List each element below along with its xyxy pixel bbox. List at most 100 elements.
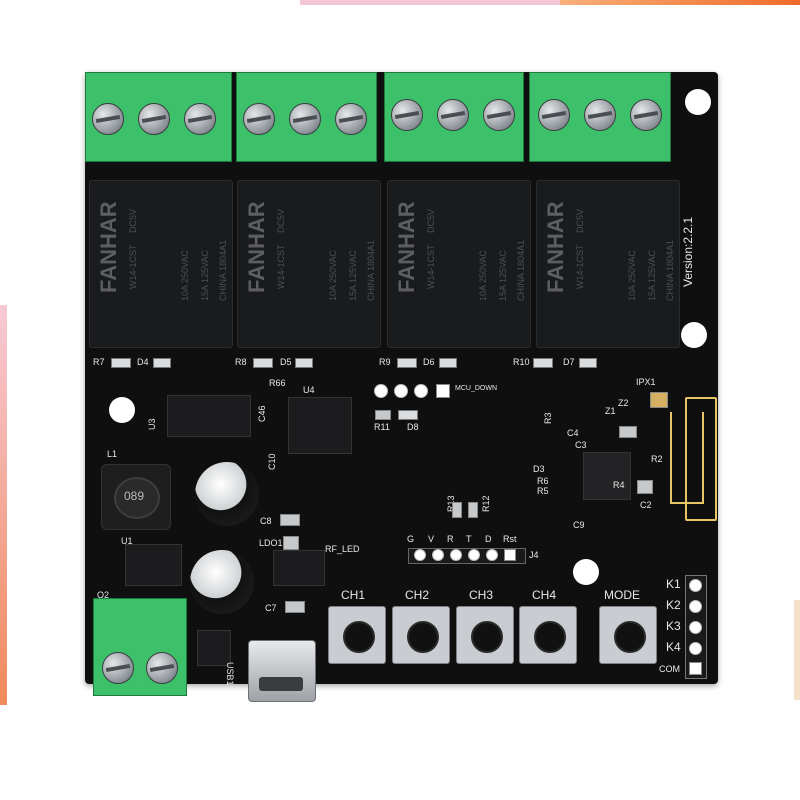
header-label-g: G <box>407 534 415 544</box>
relay-4: FANHAR W14-1CST DC5V 10A 250VAC 15A 125V… <box>536 180 680 348</box>
mcu-pad <box>394 384 408 398</box>
electrolytic-capacitor <box>195 462 259 526</box>
relay-module-board: Version:2.2.1 FANHAR W14-1CST DC5V 10A 2… <box>85 72 718 702</box>
rf-led-label: RF_LED <box>325 544 360 554</box>
screw-icon <box>391 99 423 131</box>
smd-resistor <box>533 358 553 368</box>
screw-icon <box>538 99 570 131</box>
k-pin <box>689 642 702 655</box>
pcb-antenna <box>685 397 717 521</box>
relay-rating-2: 15A 125VAC <box>647 250 657 301</box>
version-label: Version:2.2.1 <box>681 216 695 287</box>
mode-button[interactable] <box>599 606 657 664</box>
screw-icon <box>289 103 321 135</box>
k-pin <box>689 621 702 634</box>
silk-c8: C8 <box>260 516 272 526</box>
ch3-button[interactable] <box>456 606 514 664</box>
relay-origin: CHINA 1804A1 <box>516 239 526 301</box>
ch4-button[interactable] <box>519 606 577 664</box>
header-label-v: V <box>428 534 435 544</box>
k-label-1: K1 <box>666 577 681 591</box>
smd-component <box>283 536 299 550</box>
screw-icon <box>92 103 124 135</box>
silk-r2: R2 <box>651 454 663 464</box>
silk-r7: R7 <box>93 357 105 367</box>
screw-icon <box>437 99 469 131</box>
k-label-4: K4 <box>666 640 681 654</box>
screw-icon <box>483 99 515 131</box>
button-label-ch1: CH1 <box>341 588 366 602</box>
silk-c4: C4 <box>567 428 579 438</box>
smd-component <box>637 480 653 494</box>
relay-brand: FANHAR <box>543 201 568 293</box>
inductor-l1: 089 <box>101 464 171 530</box>
silk-d8: D8 <box>407 422 419 432</box>
micro-usb-port[interactable] <box>248 640 316 702</box>
relay-voltage: DC5V <box>575 208 585 233</box>
silk-d5: D5 <box>280 357 292 367</box>
silk-u4: U4 <box>303 385 315 395</box>
status-led <box>439 358 457 368</box>
right-decor-strip <box>794 600 800 700</box>
mcu-pad-square <box>436 384 450 398</box>
inductor-marking: 089 <box>124 489 145 503</box>
relay-voltage: DC5V <box>426 208 436 233</box>
relay-rating-1: 10A 250VAC <box>180 250 190 301</box>
relay-origin: CHINA 1804A1 <box>665 239 675 301</box>
smd-resistor <box>253 358 273 368</box>
button-cap <box>407 621 439 653</box>
button-cap <box>471 621 503 653</box>
k-label-2: K2 <box>666 598 681 612</box>
screw-icon <box>184 103 216 135</box>
silk-q2: Q2 <box>97 590 110 600</box>
k-label-com: COM <box>659 664 680 674</box>
header-pin <box>432 549 444 561</box>
smd-component <box>619 426 637 438</box>
screw-terminal-4 <box>529 72 671 162</box>
relay-brand: FANHAR <box>394 201 419 293</box>
screw-terminal-1 <box>85 72 232 162</box>
silk-u3: U3 <box>147 418 157 430</box>
silk-r9: R9 <box>379 357 391 367</box>
k-pin <box>689 579 702 592</box>
relay-model: W14-1CST <box>426 244 436 289</box>
header-pin <box>450 549 462 561</box>
relay-origin: CHINA 1804A1 <box>366 239 376 301</box>
mounting-hole <box>573 559 599 585</box>
silk-ipx1: IPX1 <box>636 377 656 387</box>
silk-c10: C10 <box>267 453 277 470</box>
silk-r3: R3 <box>543 412 553 424</box>
relay-2: FANHAR W14-1CST DC5V 10A 250VAC 15A 125V… <box>237 180 381 348</box>
button-cap <box>343 621 375 653</box>
k-label-3: K3 <box>666 619 681 633</box>
power-screw-terminal <box>93 598 187 696</box>
silk-r6: R6 <box>537 476 549 486</box>
relay-voltage: DC5V <box>128 208 138 233</box>
silk-c2: C2 <box>640 500 652 510</box>
silk-c3: C3 <box>575 440 587 450</box>
screw-icon <box>584 99 616 131</box>
relay-1: FANHAR W14-1CST DC5V 10A 250VAC 15A 125V… <box>89 180 233 348</box>
silk-r12: R12 <box>481 495 491 512</box>
silk-d7: D7 <box>563 357 575 367</box>
screw-icon <box>243 103 275 135</box>
mounting-hole <box>681 322 707 348</box>
button-label-mode: MODE <box>604 588 640 602</box>
smd-capacitor <box>285 601 305 613</box>
ch2-button[interactable] <box>392 606 450 664</box>
relay-brand: FANHAR <box>96 201 121 293</box>
status-led <box>153 358 171 368</box>
mcu-pad <box>374 384 388 398</box>
pcb-antenna-trace <box>670 412 704 504</box>
silk-r5: R5 <box>537 486 549 496</box>
screw-icon <box>102 652 134 684</box>
relay-brand: FANHAR <box>244 201 269 293</box>
relay-rating-1: 10A 250VAC <box>627 250 637 301</box>
left-decor-strip <box>0 305 7 705</box>
silk-d6: D6 <box>423 357 435 367</box>
smd-resistor <box>375 410 391 420</box>
header-pin <box>414 549 426 561</box>
relay-origin: CHINA 1804A1 <box>218 239 228 301</box>
ch1-button[interactable] <box>328 606 386 664</box>
ic-u4 <box>288 397 352 454</box>
